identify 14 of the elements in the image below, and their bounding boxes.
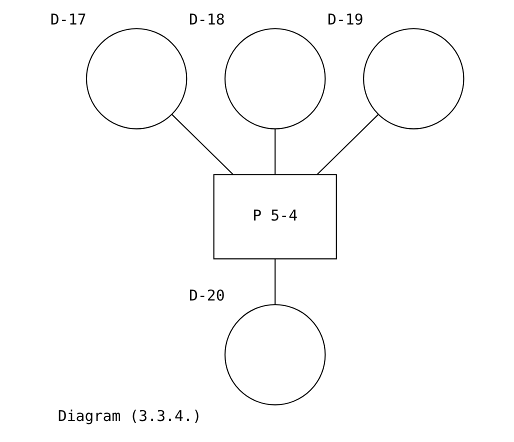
node-label: D-19 [327, 10, 364, 29]
connector [172, 114, 234, 175]
node-label: D-17 [50, 10, 86, 29]
connector [316, 114, 379, 175]
caption: Diagram (3.3.4.) [58, 407, 202, 426]
node-circle [363, 28, 464, 130]
connector [274, 258, 276, 305]
node-label: D-20 [188, 286, 225, 305]
node-circle [224, 304, 326, 406]
node-circle [224, 28, 326, 130]
node-box: P 5-4 [213, 174, 337, 260]
node-circle [86, 28, 188, 130]
connector [274, 128, 276, 174]
node-label: D-18 [188, 10, 225, 29]
